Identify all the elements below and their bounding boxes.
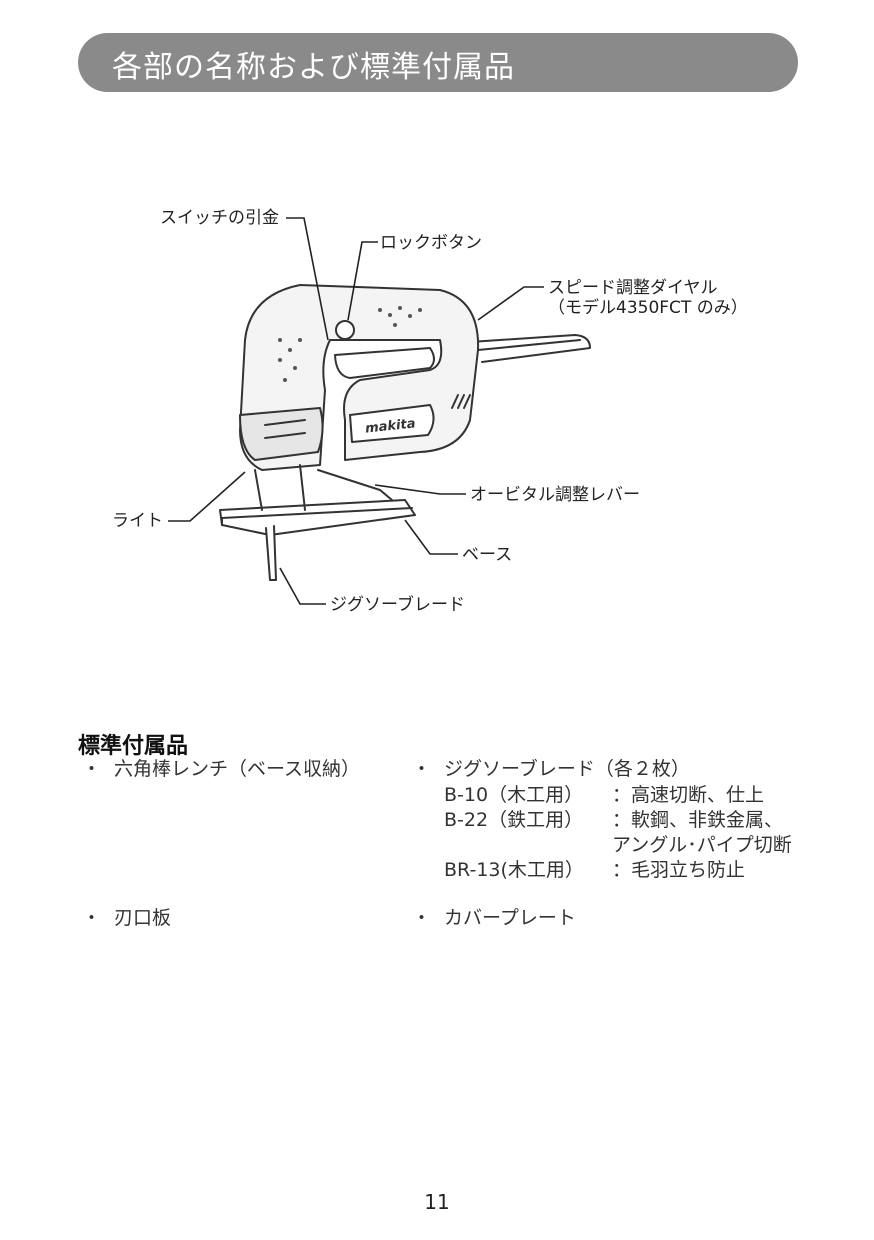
callout-base: ベース (462, 545, 513, 565)
callout-light: ライト (112, 511, 163, 531)
page-number: 11 (424, 1190, 450, 1214)
jigsaw-illustration: makita (168, 217, 591, 605)
accessory-cover-plate-label: カバープレート (444, 907, 576, 929)
blade-use: ：毛羽立ち防止 (612, 859, 746, 881)
title-bar: 各部の名称および標準付属品 (78, 33, 798, 92)
blade-row: B-22（鉄工用） ：軟鋼、非鉄金属、 (444, 808, 783, 832)
bullet: ・ (412, 758, 432, 780)
accessory-hex-wrench-label: 六角棒レンチ（ベース収納） (114, 758, 361, 780)
accessories-heading: 標準付属品 (78, 734, 189, 759)
callout-speed-dial: スピード調整ダイヤル (548, 278, 718, 298)
callout-orbital-lever: オービタル調整レバー (470, 485, 640, 505)
accessory-cover-plate: ・カバープレート (412, 906, 576, 931)
blade-use: ：軟鋼、非鉄金属、 (612, 809, 784, 831)
bullet: ・ (412, 907, 432, 929)
accessory-blade-guard-label: 刃口板 (114, 907, 172, 929)
accessory-blade-label: ジグソーブレード（各２枚） (444, 758, 690, 780)
accessory-hex-wrench: ・六角棒レンチ（ベース収納） (82, 757, 360, 782)
blade-code: B-10（木工用） (444, 784, 584, 806)
page-title: 各部の名称および標準付属品 (112, 50, 515, 85)
blade-row: BR-13(木工用） ：毛羽立ち防止 (444, 858, 745, 882)
callout-lock-button: ロックボタン (380, 233, 482, 253)
callout-blade: ジグソーブレード (330, 595, 465, 615)
blade-row: B-10（木工用） ：高速切断、仕上 (444, 783, 764, 807)
callout-trigger: スイッチの引金 (160, 208, 279, 228)
callout-speed-dial-note: （モデル4350FCT のみ） (548, 298, 748, 318)
blade-use: ：高速切断、仕上 (612, 784, 765, 806)
blade-row: アングル･パイプ切断 (444, 833, 792, 857)
accessory-blade-guard: ・刃口板 (82, 906, 171, 931)
blade-code: B-22（鉄工用） (444, 809, 584, 831)
blade-use: アングル･パイプ切断 (612, 834, 792, 856)
bullet: ・ (82, 907, 102, 929)
blade-code: BR-13(木工用） (444, 859, 584, 881)
accessory-blade: ・ジグソーブレード（各２枚） (412, 757, 690, 782)
makita-logo: makita (365, 416, 417, 436)
bullet: ・ (82, 758, 102, 780)
